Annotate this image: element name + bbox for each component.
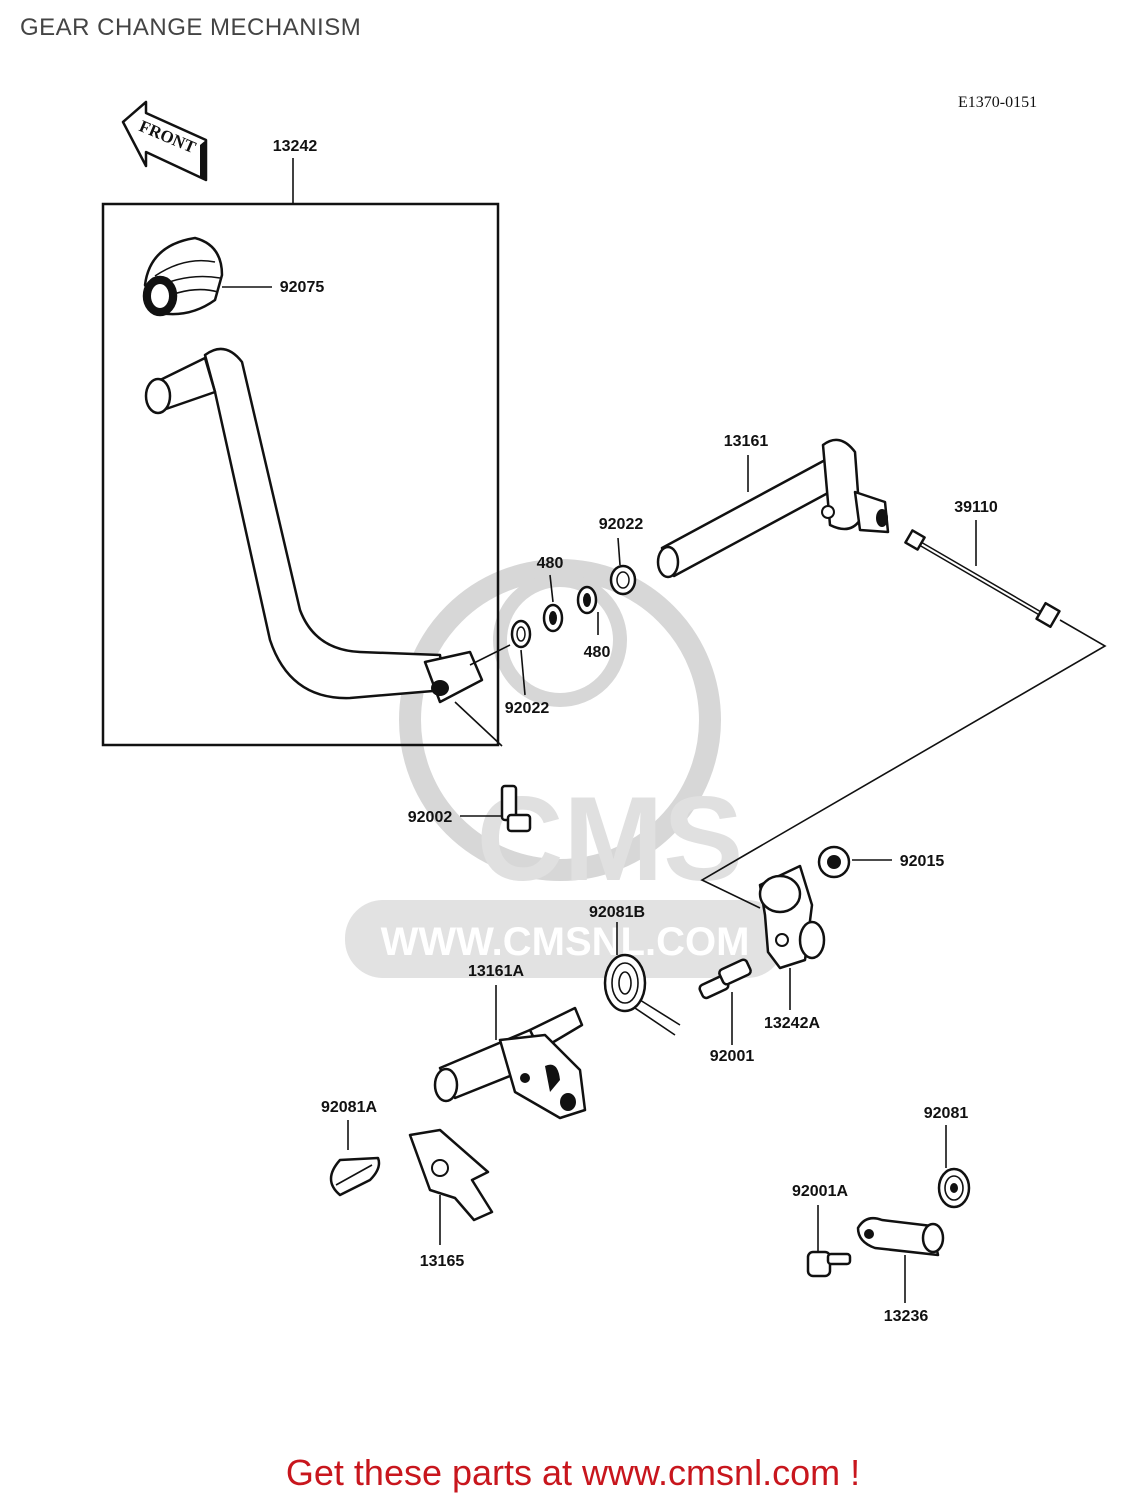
watermark-brand: CMS [477, 772, 744, 906]
label-92015: 92015 [900, 853, 945, 870]
watermark: CMS WWW.CMSNL.COM [345, 559, 785, 978]
bolt-92002 [500, 784, 532, 833]
assembly-13242-box [101, 202, 500, 747]
label-92022-top: 92022 [599, 516, 644, 533]
pin-92001 [698, 958, 752, 1000]
rod-39110 [904, 529, 1061, 629]
label-92075: 92075 [280, 279, 325, 296]
label-92081B: 92081B [589, 904, 645, 921]
label-92022-bottom: 92022 [505, 700, 550, 717]
label-480-top: 480 [537, 555, 564, 572]
bolt-92001A [806, 1250, 852, 1278]
label-13161A: 13161A [468, 963, 524, 980]
spring-92081 [937, 1167, 971, 1209]
spring-92081B [603, 953, 681, 1036]
label-92081: 92081 [924, 1105, 969, 1122]
circlip-480-a [542, 603, 564, 633]
washer-92022-top [609, 564, 637, 596]
watermark-url: WWW.CMSNL.COM [381, 920, 750, 964]
label-92001: 92001 [710, 1048, 755, 1065]
label-92001A: 92001A [792, 1183, 848, 1200]
shift-shaft-13161 [656, 438, 890, 579]
washer-92022-bottom [510, 619, 532, 649]
label-13165: 13165 [420, 1253, 465, 1270]
label-13242A: 13242A [764, 1015, 820, 1032]
cap-92015 [817, 845, 851, 879]
shift-pedal [144, 347, 484, 704]
rubber-92075 [142, 236, 224, 317]
circlip-480-b [576, 585, 598, 615]
clip-92081A [329, 1156, 381, 1197]
label-92002: 92002 [408, 809, 453, 826]
label-480-bottom: 480 [584, 644, 611, 661]
label-13236: 13236 [884, 1308, 929, 1325]
label-13161: 13161 [724, 433, 769, 450]
arm-13236 [856, 1217, 945, 1257]
shaft-13161A [433, 1006, 587, 1120]
label-39110: 39110 [954, 499, 998, 516]
diagram-code: E1370-0151 [958, 94, 1038, 111]
plate-13165 [408, 1128, 494, 1222]
lever-13242A [758, 864, 826, 970]
front-arrow-icon: FRONT [121, 100, 208, 182]
page-title: GEAR CHANGE MECHANISM [20, 14, 362, 41]
label-92081A: 92081A [321, 1099, 377, 1116]
label-13242: 13242 [273, 138, 318, 155]
get-parts-link[interactable]: Get these parts at www.cmsnl.com ! [285, 1452, 861, 1493]
